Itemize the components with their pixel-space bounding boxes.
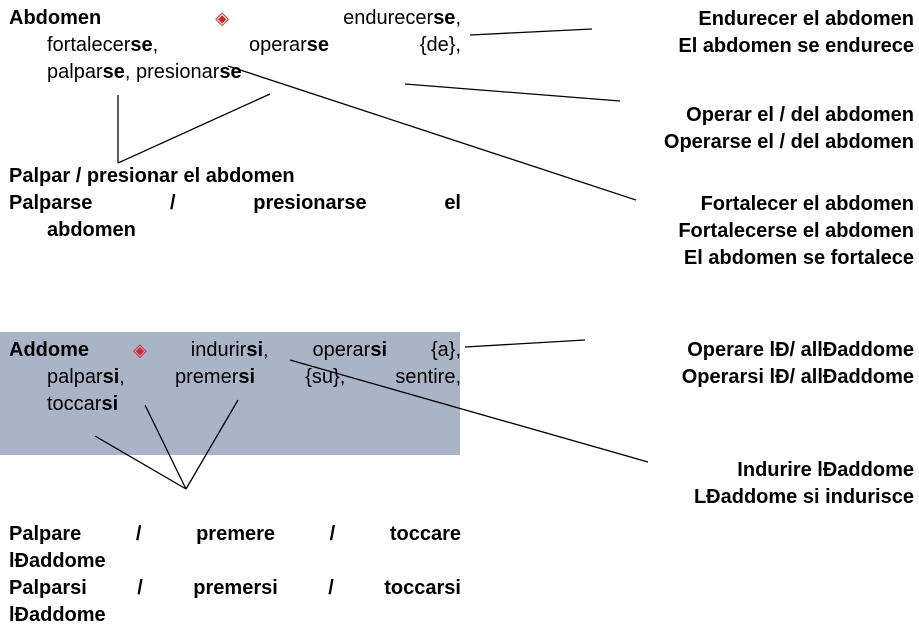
phrase-se-endurece: El abdomen se endurece xyxy=(678,35,914,57)
spanish-left-phrases: Palpar / presionar el abdomen Palparse /… xyxy=(9,163,461,244)
verb-presionarse: presionarse xyxy=(135,61,242,83)
phrase-operare: Operare lÐ/ allÐaddome xyxy=(687,339,914,361)
verb-palparsi: palparsi, xyxy=(47,366,125,388)
diamond-icon: ◈ xyxy=(215,8,230,28)
spanish-headword: Abdomen xyxy=(9,7,102,29)
spanish-right-group-1: Endurecer el abdomen El abdomen se endur… xyxy=(494,6,914,60)
italian-right-group-2: Indurire lÐaddome LÐaddome si indurisce xyxy=(494,457,914,511)
italian-entry-line3: toccarsi xyxy=(9,391,461,418)
italian-entry: Addome ◈ indurirsi, operarsi {a}, palpar… xyxy=(9,337,461,418)
phrase-fortalecer: Fortalecer el abdomen xyxy=(700,193,914,215)
phrase-palparsi-continuation: lÐaddome xyxy=(9,604,106,626)
connector-presionarse xyxy=(117,93,271,164)
phrase-si-indurisce: LÐaddome si indurisce xyxy=(693,486,914,508)
verb-toccarsi: toccarsi xyxy=(47,393,119,415)
spanish-right-group-2: Operar el / del abdomen Operarse el / de… xyxy=(494,102,914,156)
phrase-palparsi-premersi-toccarsi: Palparsi / premersi / toccarsi xyxy=(9,577,461,599)
spanish-entry-line2: fortalecerse, operarse {de}, xyxy=(9,32,461,59)
connector-operarse xyxy=(404,83,621,102)
preposition-a: {a}, xyxy=(430,339,462,361)
phrase-endurecer: Endurecer el abdomen xyxy=(698,8,914,30)
spanish-entry-line1: Abdomen ◈ endurecerse, xyxy=(9,5,461,32)
spanish-entry-line3: palparse, presionarse xyxy=(47,61,242,83)
verb-fortalecerse: fortalecerse, xyxy=(47,34,159,56)
phrase-palpar-presionar: Palpar / presionar el abdomen xyxy=(9,165,295,187)
phrase-palparse-presionarse: Palparse / presionarse el xyxy=(9,192,461,214)
verb-sentire: sentire, xyxy=(395,366,462,388)
preposition-de: {de}, xyxy=(419,34,462,56)
italian-right-group-1: Operare lÐ/ allÐaddome Operarsi lÐ/ allÐ… xyxy=(494,337,914,391)
phrase-operarsi: Operarsi lÐ/ allÐaddome xyxy=(681,366,914,388)
phrase-indurire: Indurire lÐaddome xyxy=(737,459,914,481)
verb-operarsi: operarsi xyxy=(312,339,388,361)
italian-entry-line1: Addome ◈ indurirsi, operarsi {a}, xyxy=(9,337,461,364)
italian-left-phrases: Palpare / premere / toccare lÐaddome Pal… xyxy=(9,521,461,629)
italian-entry-line2: palparsi, premersi {su}, sentire, xyxy=(9,364,461,391)
phrase-fortalecerse: Fortalecerse el abdomen xyxy=(678,220,914,242)
phrase-palparse-continuation: abdomen xyxy=(47,219,136,241)
diamond-icon: ◈ xyxy=(132,340,147,360)
verb-endurecerse: endurecerse, xyxy=(343,7,461,29)
verb-indurirsi: indurirsi, xyxy=(190,339,269,361)
spanish-entry: Abdomen ◈ endurecerse, fortalecerse, ope… xyxy=(9,5,461,86)
verb-operarse: operarse xyxy=(248,34,330,56)
preposition-su: {su}, xyxy=(305,366,346,388)
phrase-palpare-premere-toccare: Palpare / premere / toccare xyxy=(9,523,461,545)
spanish-right-group-3: Fortalecer el abdomen Fortalecerse el ab… xyxy=(494,191,914,272)
italian-headword: Addome xyxy=(9,339,89,361)
verb-palparse: palparse xyxy=(47,61,125,83)
phrase-se-fortalece: El abdomen se fortalece xyxy=(683,247,914,269)
phrase-palpare-continuation: lÐaddome xyxy=(9,550,106,572)
phrase-operar: Operar el / del abdomen xyxy=(686,104,914,126)
verb-premersi: premersi xyxy=(175,366,256,388)
phrase-operarse: Operarse el / del abdomen xyxy=(663,131,914,153)
